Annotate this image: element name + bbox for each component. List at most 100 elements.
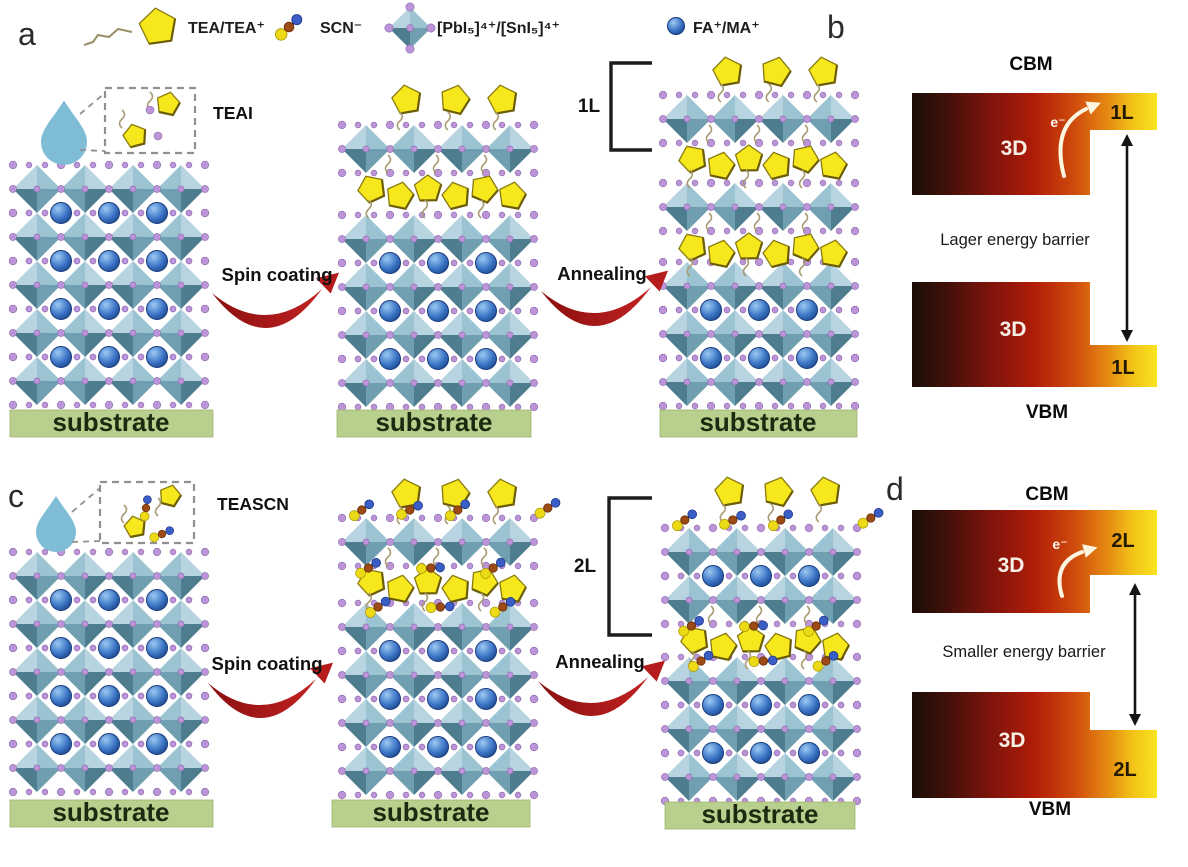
organic-layers [348,478,561,618]
cation-rows [702,565,820,764]
cation-sphere-icon [748,299,770,321]
label-electron-b: e⁻ [1050,114,1065,130]
perovskite-lattice [337,513,539,800]
alkyl-tail [384,547,392,567]
cation-sphere-icon [379,736,401,758]
tea-layer-sparse [348,478,561,525]
solution-droplet-icon [41,100,87,165]
alkyl-tail [798,169,806,189]
tea-pentagon-icon [708,151,736,181]
tea-pentagon-icon [441,84,471,116]
process-arrow [208,679,316,719]
tea-pentagon-icon [413,174,443,202]
tea-layer-sparse [671,476,884,532]
tea-layer-sparse [712,56,839,103]
alkyl-tail [719,503,727,523]
alkyl-tail [744,650,752,670]
label-2L-d-bottom: 2L [1113,759,1136,781]
tea-pentagon-icon [734,144,764,172]
cation-sphere-icon [146,685,168,707]
cation-sphere-icon [50,589,72,611]
fig-a-annealed-1L [658,56,860,438]
substrate-bar [9,799,214,828]
tea-pentagon-icon [441,574,469,604]
energy-barrier-arrow [1129,583,1141,726]
scn-molecule-icon [364,596,391,618]
tea-pentagon-icon [471,175,499,204]
cation-sphere-icon [379,300,401,322]
cation-sphere-icon [146,589,168,611]
legend-label-fa-ma: FA⁺/MA⁺ [693,20,760,37]
alkyl-tail [686,257,694,277]
alkyl-tail [384,154,392,174]
alkyl-tail [480,547,488,567]
zoom-line [79,149,106,152]
cation-sphere-icon [98,733,120,755]
cation-sphere-icon [146,637,168,659]
label-spin-coating-c: Spin coating [212,653,323,674]
process-arrow [212,289,322,329]
label-spin-coating-a: Spin coating [222,264,333,285]
label-barrier-d: Smaller energy barrier [942,643,1106,661]
alkyl-tail [767,503,775,523]
substrate-bar [9,409,214,438]
label-bracket-2L: 2L [574,556,597,577]
annotations [36,2,685,719]
label-electron-d: e⁻ [1052,536,1067,552]
scn-molecule-icon [687,650,714,672]
label-1L-b-bottom: 1L [1111,357,1134,379]
organic-layers [671,476,884,672]
alkyl-tail [742,169,750,189]
label-annealing-c: Annealing [555,651,644,672]
perovskite-lattice [8,547,210,797]
substrate-label: substrate [699,407,816,437]
panel-letter-a: a [18,16,36,52]
alkyl-tail [815,503,823,523]
precursor-droplet-c [36,480,196,553]
cation-sphere-icon [475,300,497,322]
alkyl-tail [717,83,725,103]
panel-letter-b: b [827,9,845,45]
cation-sphere-icon [379,688,401,710]
substrate-label: substrate [52,797,169,827]
cation-sphere-icon [796,347,818,369]
substrate-label: substrate [701,799,818,829]
scn-molecule-icon [355,558,381,579]
alkyl-tail [755,605,763,625]
process-arrowhead [309,662,334,684]
solution-droplet-icon [36,496,77,553]
label-teascn: TEASCN [217,494,289,514]
alkyl-tail [765,83,773,103]
scn-molecule-icon [396,500,423,520]
label-barrier-b: Lager energy barrier [940,231,1090,249]
scn-molecule-icon [489,597,516,618]
fig-a-pristine [8,160,214,438]
zoom-box-c [98,480,196,545]
scn-molecule-icon [812,651,839,672]
cation-sphere-icon [798,742,820,764]
alkyl-tail [118,109,126,129]
scn-molecule-icon [275,14,303,41]
cation-sphere-icon [50,250,72,272]
cation-sphere-icon [146,202,168,224]
tea-pentagon-icon [792,233,820,262]
tea-pentagon-icon [762,56,792,88]
label-annealing-a: Annealing [557,263,646,284]
legend-label-tea: TEA/TEA⁺ [188,20,265,37]
alkyl-tail [83,27,133,46]
tea-pentagon-icon [387,181,415,211]
electron-transfer-arrow [1058,101,1101,178]
alkyl-tail [154,497,162,517]
label-3d-b-top: 3D [1001,137,1028,160]
tea-pentagon-icon [487,84,518,115]
cation-sphere-icon [702,565,724,587]
cation-sphere-icon [427,736,449,758]
alkyl-tail [800,650,808,670]
tea-pentagon-icon [712,56,743,87]
alkyl-tail [365,199,373,219]
tea-layer-dense [678,605,850,672]
alkyl-tail [707,605,715,625]
cation-sphere-icon [702,694,724,716]
cation-sphere-icon [427,348,449,370]
